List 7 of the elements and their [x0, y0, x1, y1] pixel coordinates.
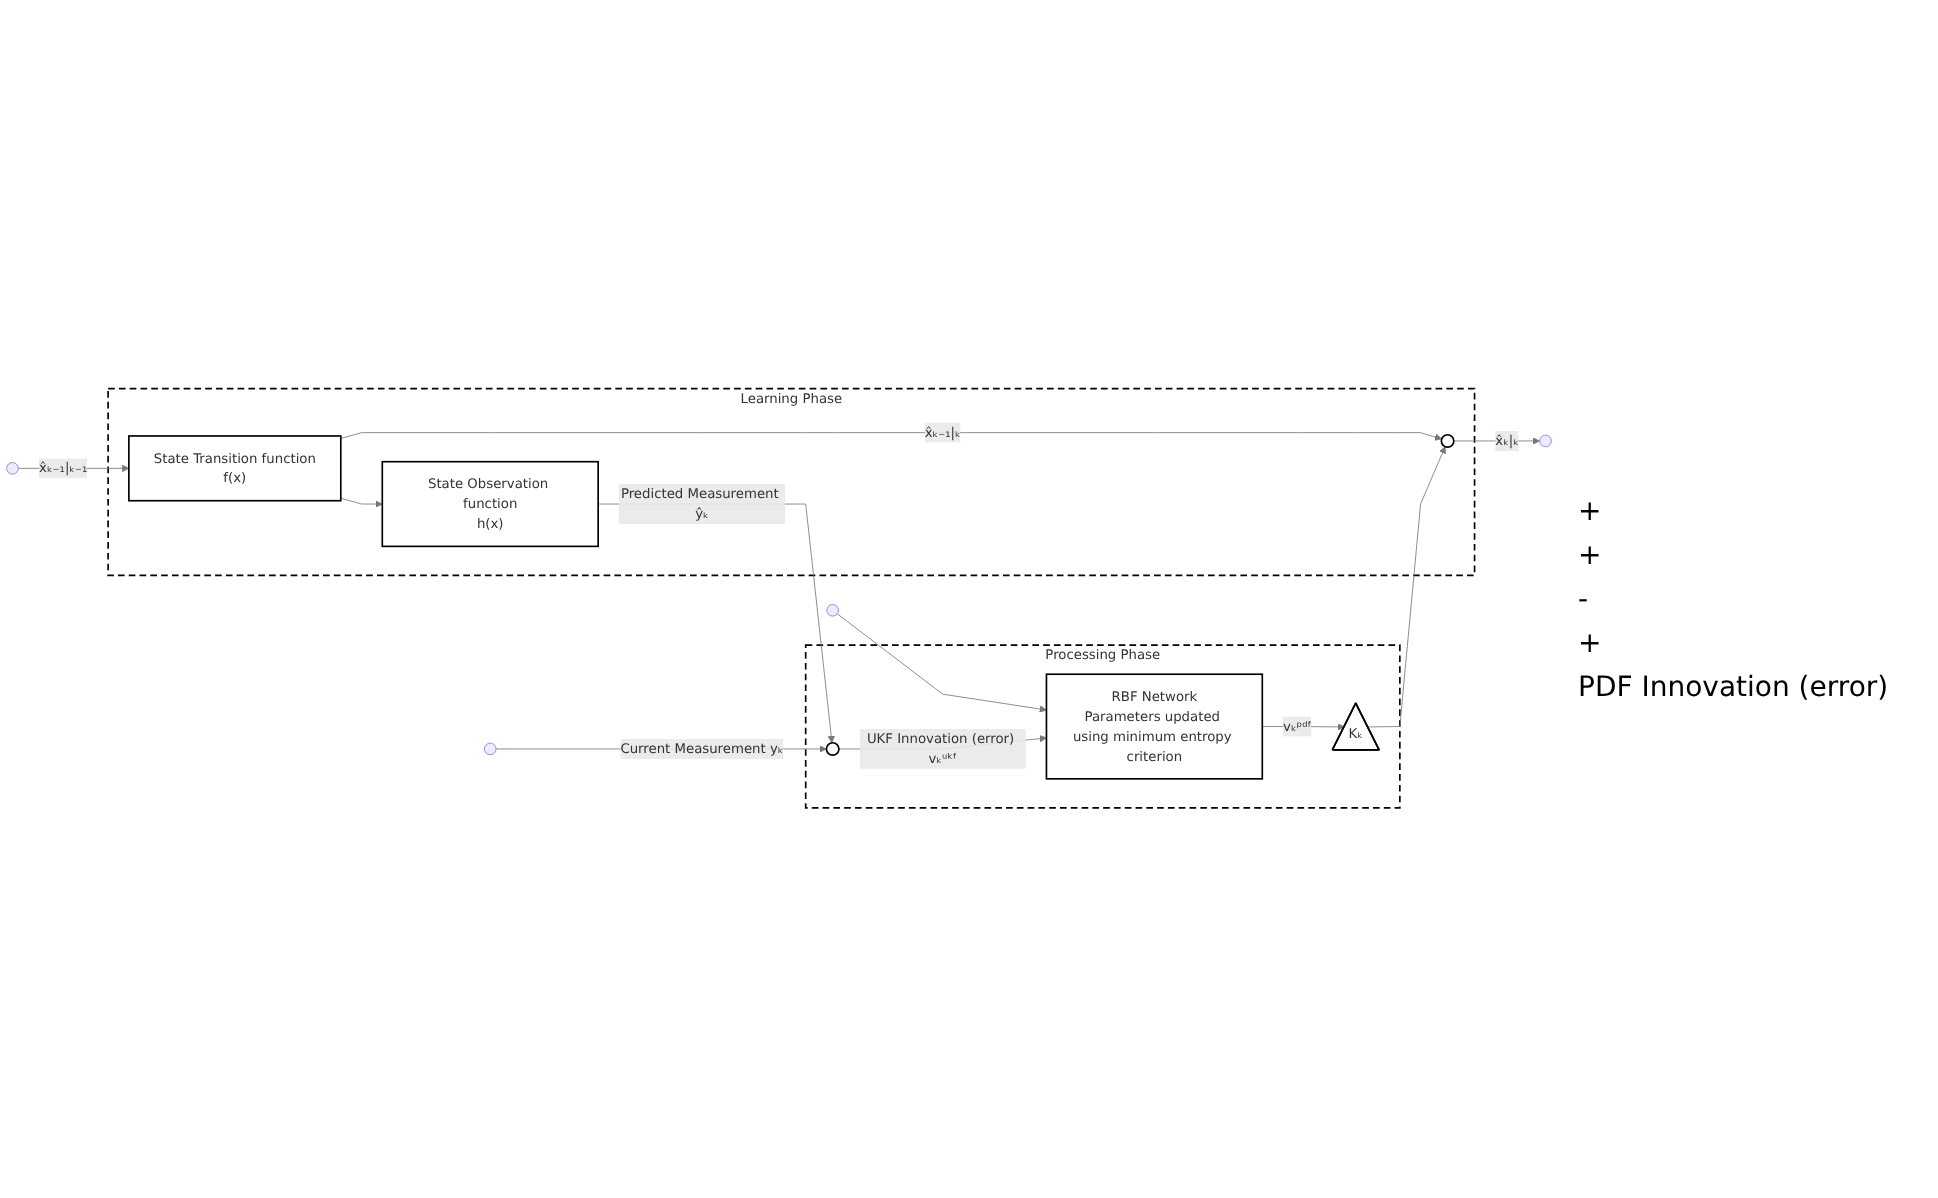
note-text: - — [1578, 583, 1591, 615]
note-text: + — [1578, 539, 1604, 571]
note-text: + — [1578, 627, 1604, 659]
node-circle — [825, 742, 840, 757]
note-text: PDF Innovation (error) — [1578, 671, 1891, 703]
note-text: + — [1578, 495, 1604, 527]
node-circle — [1440, 434, 1455, 449]
